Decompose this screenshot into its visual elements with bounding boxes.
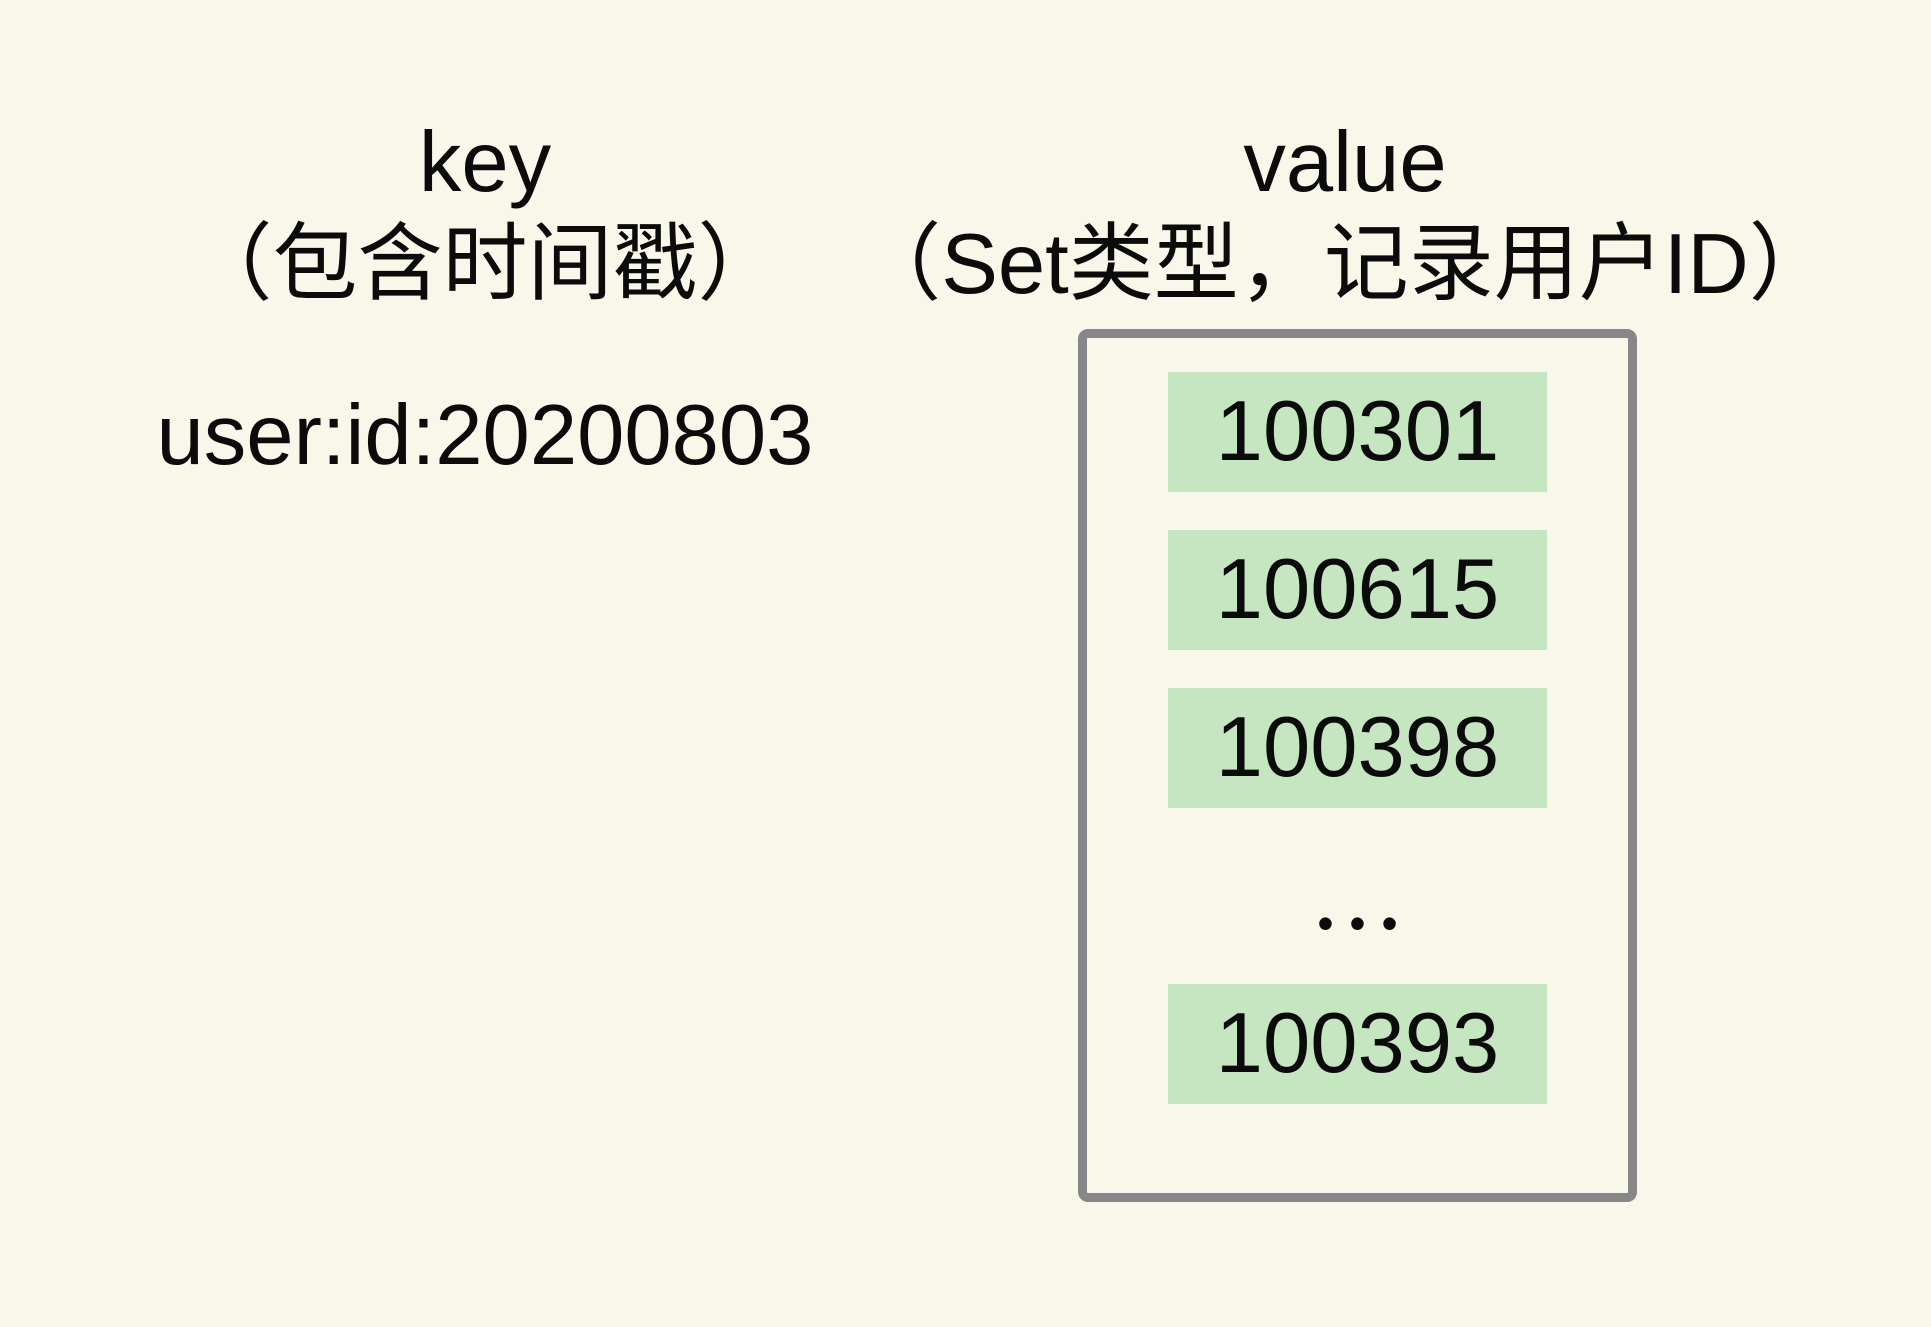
ellipsis-row: ••• bbox=[1168, 846, 1547, 946]
set-member-cell: 100393 bbox=[1168, 984, 1547, 1104]
value-column-header: value （Set类型，记录用户ID） bbox=[770, 112, 1920, 316]
set-member-cell: 100301 bbox=[1168, 372, 1547, 492]
key-column-header: key （包含时间戳） bbox=[0, 112, 970, 316]
key-column-subtitle: （包含时间戳） bbox=[187, 217, 783, 312]
set-member-cell: 100398 bbox=[1168, 688, 1547, 808]
set-value-box: 100301 100615 100398 ••• 100393 bbox=[1078, 329, 1637, 1202]
value-column-title: value bbox=[1243, 115, 1447, 210]
ellipsis-dots-icon: ••• bbox=[1317, 897, 1414, 949]
set-member-cell: 100615 bbox=[1168, 530, 1547, 650]
value-column-subtitle: （Set类型，记录用户ID） bbox=[856, 217, 1834, 312]
key-column-title: key bbox=[418, 115, 552, 210]
key-value-text: user:id:20200803 bbox=[156, 388, 814, 483]
